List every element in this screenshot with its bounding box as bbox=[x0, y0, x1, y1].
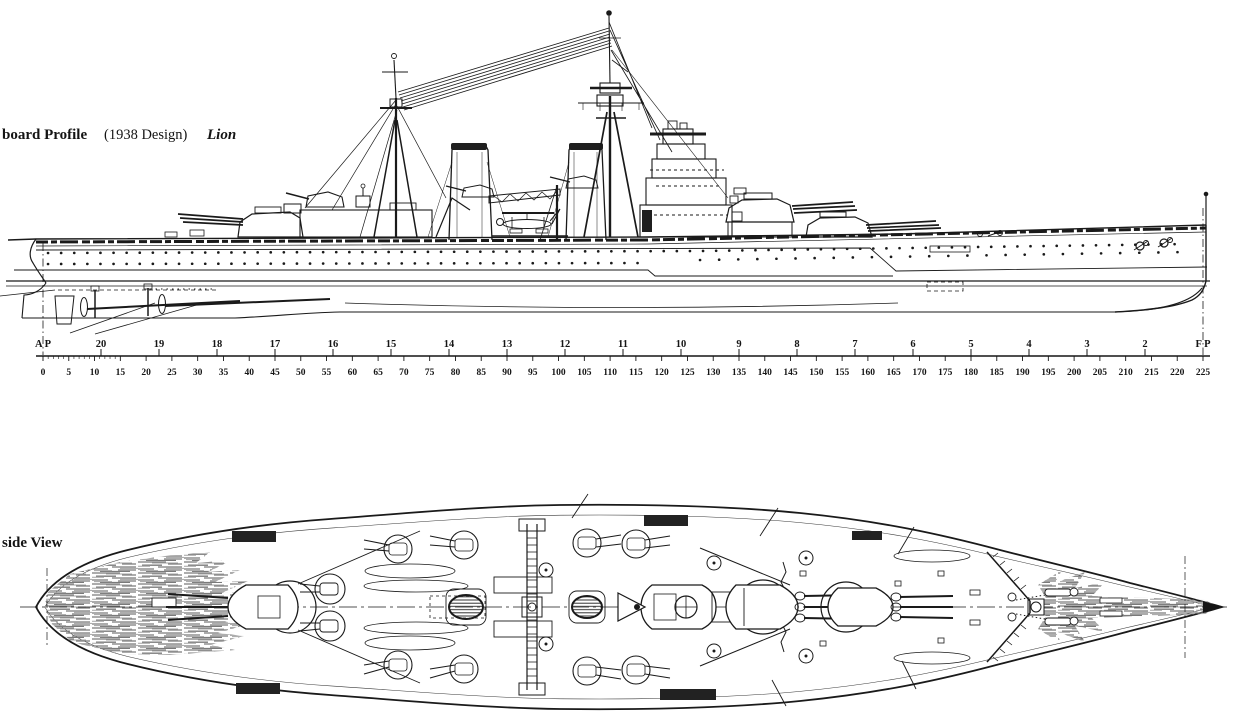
svg-text:5: 5 bbox=[968, 339, 973, 350]
svg-text:100: 100 bbox=[551, 368, 566, 378]
svg-text:20: 20 bbox=[141, 368, 151, 378]
svg-text:45: 45 bbox=[270, 368, 280, 378]
svg-text:18: 18 bbox=[212, 339, 223, 350]
svg-text:5: 5 bbox=[66, 368, 71, 378]
svg-text:F P: F P bbox=[1195, 339, 1211, 350]
svg-text:10: 10 bbox=[90, 368, 100, 378]
svg-text:50: 50 bbox=[296, 368, 306, 378]
svg-text:19: 19 bbox=[154, 339, 165, 350]
svg-text:2: 2 bbox=[1142, 339, 1147, 350]
svg-text:35: 35 bbox=[219, 368, 229, 378]
svg-text:3: 3 bbox=[1084, 339, 1089, 350]
rigging-lines bbox=[304, 13, 729, 238]
svg-text:215: 215 bbox=[1144, 368, 1159, 378]
profile-title-paren: (1938 Design) bbox=[104, 127, 188, 143]
svg-text:190: 190 bbox=[1015, 368, 1030, 378]
svg-text:55: 55 bbox=[322, 368, 332, 378]
svg-text:130: 130 bbox=[706, 368, 721, 378]
svg-text:80: 80 bbox=[451, 368, 461, 378]
svg-text:30: 30 bbox=[193, 368, 203, 378]
svg-text:155: 155 bbox=[835, 368, 850, 378]
svg-text:195: 195 bbox=[1041, 368, 1056, 378]
svg-text:A P: A P bbox=[35, 339, 52, 350]
svg-text:65: 65 bbox=[373, 368, 383, 378]
svg-text:0: 0 bbox=[41, 368, 46, 378]
svg-text:105: 105 bbox=[577, 368, 592, 378]
svg-text:15: 15 bbox=[386, 339, 397, 350]
svg-text:205: 205 bbox=[1093, 368, 1108, 378]
svg-text:75: 75 bbox=[425, 368, 435, 378]
svg-text:115: 115 bbox=[629, 368, 643, 378]
svg-text:125: 125 bbox=[680, 368, 695, 378]
svg-text:185: 185 bbox=[990, 368, 1005, 378]
secondary-turrets-plan bbox=[363, 528, 671, 686]
svg-text:17: 17 bbox=[270, 339, 281, 350]
svg-text:120: 120 bbox=[655, 368, 670, 378]
svg-text:10: 10 bbox=[676, 339, 687, 350]
plan-title: side View bbox=[2, 535, 63, 551]
outboard-profile-drawing bbox=[0, 10, 1210, 335]
svg-text:160: 160 bbox=[861, 368, 876, 378]
svg-text:8: 8 bbox=[794, 339, 799, 350]
svg-text:165: 165 bbox=[887, 368, 902, 378]
perpendicular-lines bbox=[42, 208, 1204, 355]
svg-text:95: 95 bbox=[528, 368, 538, 378]
svg-text:90: 90 bbox=[502, 368, 512, 378]
svg-text:15: 15 bbox=[116, 368, 126, 378]
svg-text:7: 7 bbox=[852, 339, 857, 350]
svg-text:180: 180 bbox=[964, 368, 979, 378]
svg-text:170: 170 bbox=[912, 368, 927, 378]
profile-title-bold: board Profile bbox=[2, 127, 87, 143]
svg-text:200: 200 bbox=[1067, 368, 1082, 378]
svg-text:40: 40 bbox=[244, 368, 254, 378]
svg-text:11: 11 bbox=[618, 339, 628, 350]
svg-text:12: 12 bbox=[560, 339, 571, 350]
svg-text:9: 9 bbox=[736, 339, 741, 350]
svg-text:85: 85 bbox=[476, 368, 486, 378]
svg-text:16: 16 bbox=[328, 339, 339, 350]
svg-text:25: 25 bbox=[167, 368, 177, 378]
profile-title-ship-name: Lion bbox=[206, 127, 236, 143]
svg-text:150: 150 bbox=[809, 368, 824, 378]
svg-text:60: 60 bbox=[348, 368, 358, 378]
svg-text:4: 4 bbox=[1026, 339, 1032, 350]
svg-text:220: 220 bbox=[1170, 368, 1185, 378]
deck-fittings-plan bbox=[799, 570, 981, 647]
svg-text:6: 6 bbox=[910, 339, 915, 350]
svg-text:145: 145 bbox=[783, 368, 798, 378]
svg-text:70: 70 bbox=[399, 368, 409, 378]
aa-mounts-plan bbox=[538, 550, 814, 664]
svg-text:14: 14 bbox=[444, 339, 455, 350]
svg-text:135: 135 bbox=[732, 368, 747, 378]
svg-text:140: 140 bbox=[758, 368, 773, 378]
svg-text:210: 210 bbox=[1119, 368, 1134, 378]
svg-text:225: 225 bbox=[1196, 368, 1211, 378]
svg-text:110: 110 bbox=[603, 368, 617, 378]
svg-text:175: 175 bbox=[938, 368, 953, 378]
svg-text:13: 13 bbox=[502, 339, 513, 350]
topside-plan-drawing bbox=[20, 493, 1230, 711]
svg-text:20: 20 bbox=[96, 339, 107, 350]
